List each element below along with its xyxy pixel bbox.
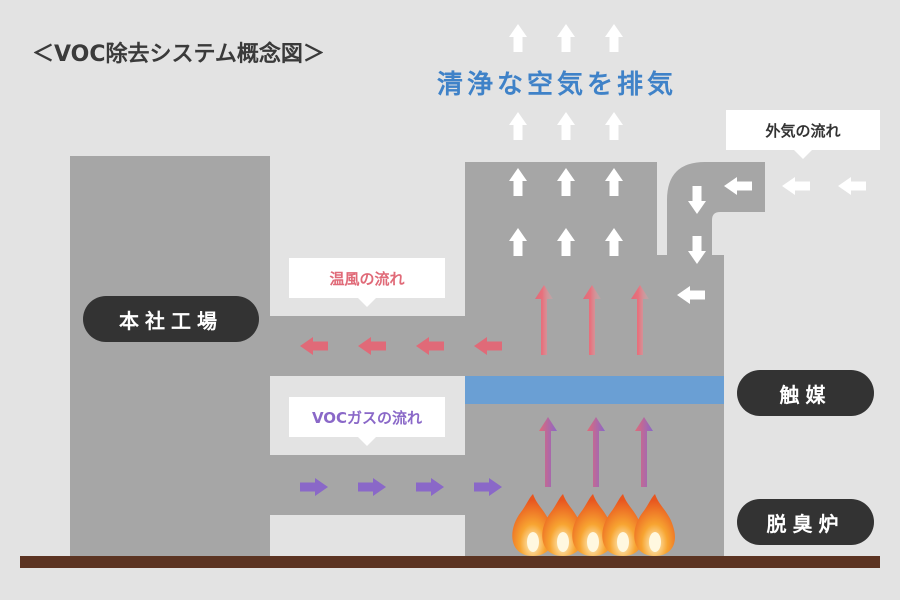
white-arrow-icon: [605, 112, 623, 140]
white-arrow-icon: [677, 286, 705, 304]
white-arrow-icon: [838, 177, 866, 195]
gradient-up-arrow-icon: [535, 285, 553, 355]
catalyst-label: 触媒: [737, 370, 874, 416]
outside-air-intake-duct: [667, 162, 765, 262]
warm-air-callout: 温風の流れ: [289, 258, 445, 307]
catalyst-layer: [465, 376, 724, 404]
white-arrow-icon: [557, 24, 575, 52]
voc-arrow-icon: [358, 478, 386, 496]
warm-air-arrow-icon: [416, 337, 444, 355]
factory-building: [70, 156, 270, 556]
voc-arrow-icon: [300, 478, 328, 496]
flame-icon: [634, 494, 675, 556]
white-arrow-icon: [782, 177, 810, 195]
gradient-up-arrow-icon: [635, 417, 653, 487]
white-arrow-icon: [724, 177, 752, 195]
gradient-up-arrow-icon: [583, 285, 601, 355]
voc-gas-callout: VOCガスの流れ: [289, 397, 445, 446]
white-arrow-icon: [509, 24, 527, 52]
deodorizing-furnace-label: 脱臭炉: [737, 499, 874, 545]
flame-core: [617, 532, 629, 552]
white-arrow-icon: [557, 228, 575, 256]
warm-air-arrow-icon: [358, 337, 386, 355]
white-arrow-icon: [509, 228, 527, 256]
outside-air-callout: 外気の流れ: [726, 110, 880, 159]
white-arrow-icon: [605, 228, 623, 256]
white-arrow-icon: [605, 168, 623, 196]
white-arrow-icon: [605, 24, 623, 52]
white-arrow-icon: [557, 168, 575, 196]
gradient-up-arrow-icon: [539, 417, 557, 487]
flame-core: [557, 532, 569, 552]
factory-label: 本社工場: [83, 296, 259, 342]
diagram-title: ＜VOC除去システム概念図＞: [32, 42, 325, 67]
flame-core: [587, 532, 599, 552]
white-arrow-icon: [509, 112, 527, 140]
clean-air-exhaust-label: 清浄な空気を排気: [437, 70, 678, 100]
gradient-up-arrow-icon: [631, 285, 649, 355]
voc-arrow-icon: [474, 478, 502, 496]
warm-air-arrow-icon: [300, 337, 328, 355]
flame-core: [649, 532, 661, 552]
white-arrow-icon: [509, 168, 527, 196]
white-arrow-icon: [688, 236, 706, 264]
ground-line: [20, 556, 880, 568]
flame-core: [527, 532, 539, 552]
warm-air-arrow-icon: [474, 337, 502, 355]
white-arrow-icon: [557, 112, 575, 140]
white-arrow-icon: [688, 186, 706, 214]
gradient-up-arrow-icon: [587, 417, 605, 487]
voc-arrow-icon: [416, 478, 444, 496]
flame-icon: [602, 494, 643, 556]
